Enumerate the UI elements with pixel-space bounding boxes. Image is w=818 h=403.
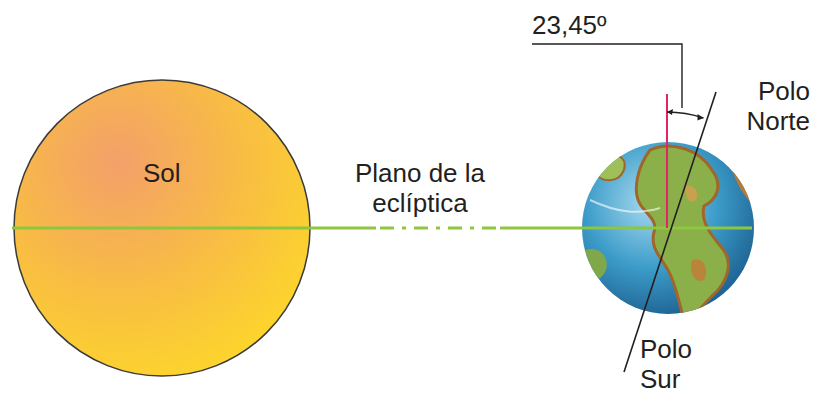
vertical-line <box>666 94 668 228</box>
sun-shape <box>12 78 312 378</box>
plane-label: Plano de la eclíptica <box>330 158 510 218</box>
angle-label: 23,45º <box>532 10 607 40</box>
earth-axis <box>624 92 716 372</box>
angle-leader <box>532 44 682 108</box>
ecliptic-line <box>12 227 312 230</box>
ecliptic-dash <box>380 227 498 230</box>
angle-arrow <box>698 114 704 121</box>
ecliptic-line <box>312 227 376 230</box>
sun-circle: Sol <box>12 78 312 378</box>
sun-label: Sol <box>143 158 181 188</box>
pole-label: Polo Sur <box>640 334 720 394</box>
pole-label: Polo Norte <box>712 76 810 136</box>
angle-arrow <box>667 109 673 115</box>
ecliptic-line <box>500 227 752 230</box>
